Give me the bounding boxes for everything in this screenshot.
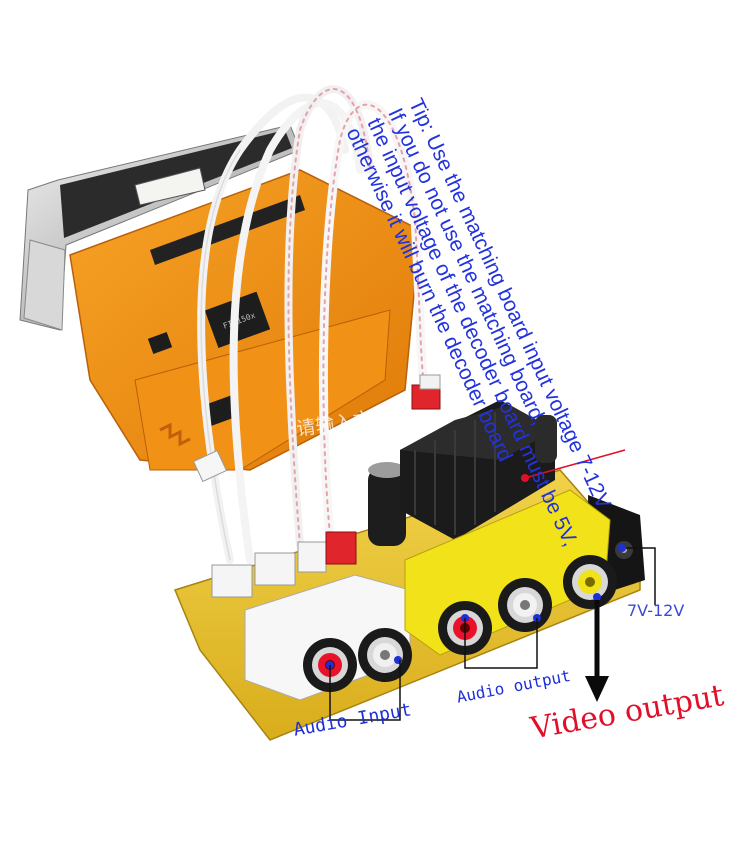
chip-secondary [202, 395, 239, 427]
electrolytic-capacitor [368, 468, 406, 546]
annotations [326, 449, 656, 721]
bracket-audio-output [464, 618, 538, 669]
marker-dc-jack [618, 544, 626, 552]
card-slot [134, 167, 206, 206]
heatsink-top [400, 405, 555, 460]
bluetooth-antenna [159, 422, 191, 447]
connector-white-top [419, 374, 441, 390]
arrow-video-head [585, 676, 609, 702]
rca-audio-output-right [498, 578, 552, 632]
line-heatsink [524, 449, 626, 479]
header-connector-1 [211, 564, 253, 598]
metal-bracket [23, 239, 66, 331]
rca-audio-input-right [358, 628, 412, 682]
rca-video-output [563, 555, 617, 609]
pin-header [150, 195, 305, 265]
voltage-label: 7V-12V [627, 601, 685, 620]
marker-video-out [593, 593, 601, 601]
capacitor-top [368, 462, 406, 478]
bracket-audio-input [329, 660, 401, 721]
marker-audio-in-r [394, 656, 402, 664]
connector-white [192, 449, 228, 483]
header-connector-2 [254, 552, 296, 586]
header-connector-red [325, 531, 357, 565]
header-connector-3 [297, 541, 327, 573]
line-voltage [626, 547, 656, 605]
small-capacitor [535, 415, 557, 463]
ribbon-wires [197, 85, 430, 564]
chip-small [147, 332, 173, 354]
